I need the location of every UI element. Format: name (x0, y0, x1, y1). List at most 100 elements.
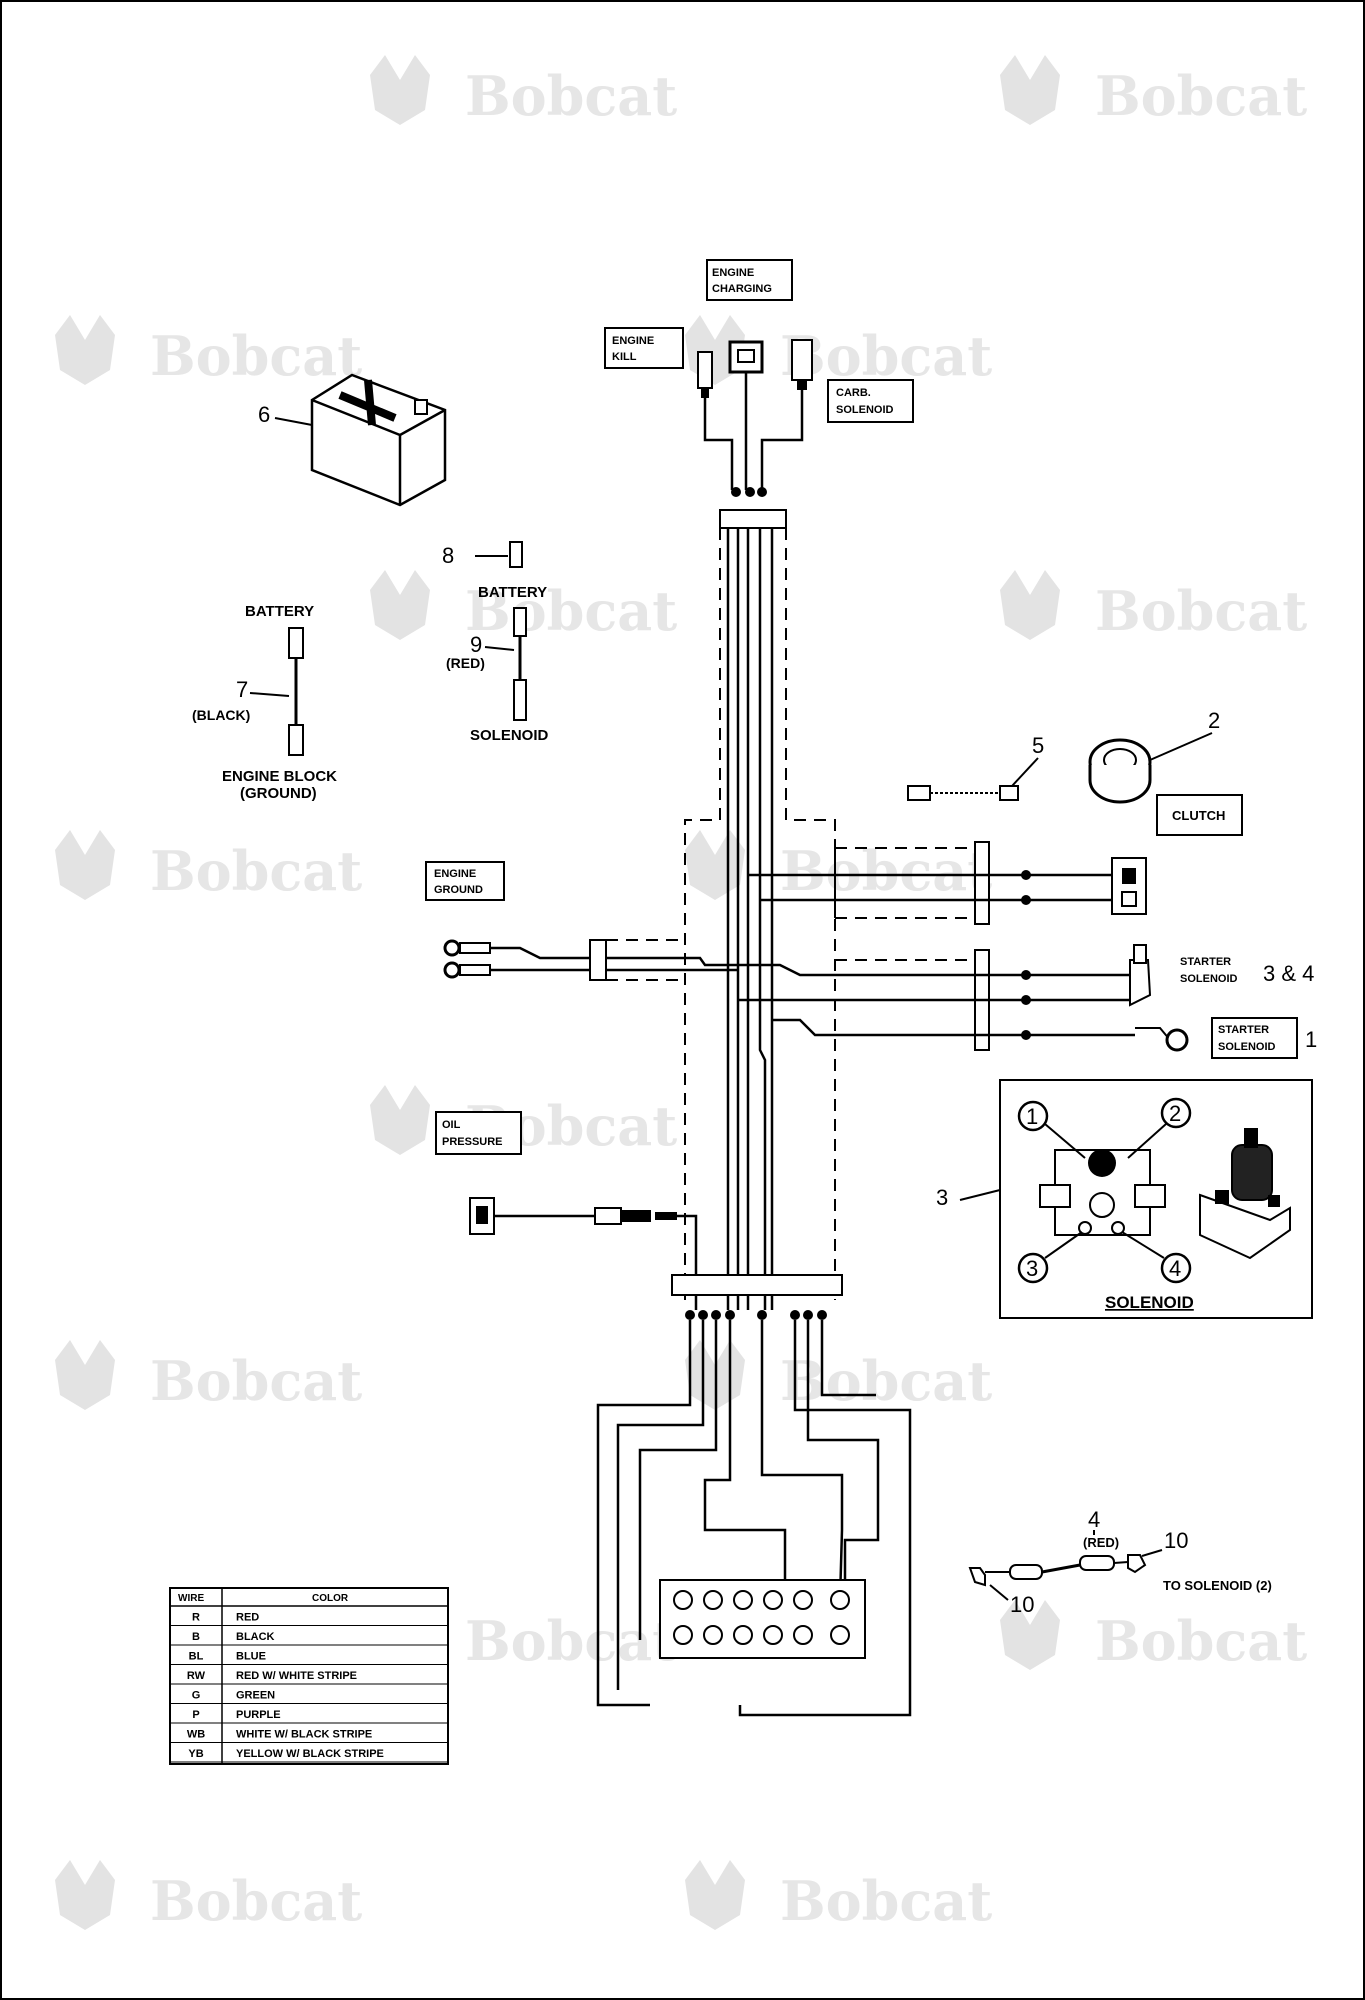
cable-end-label: BATTERY (478, 584, 547, 601)
engine-ground-branch (443, 939, 738, 981)
callout-line: PRESSURE (442, 1136, 503, 1148)
terminal-number: 1 (1026, 1104, 1038, 1129)
watermark-text: Bobcat (465, 579, 677, 643)
watermark: Bobcat (1000, 1600, 1307, 1673)
watermark-text: Bobcat (465, 1609, 677, 1673)
engine-kill-connector (697, 351, 713, 398)
item-number: 4 (1088, 1507, 1100, 1532)
harness-trunk (684, 487, 836, 1310)
item-number: 6 (258, 402, 270, 427)
watermark: Bobcat (55, 315, 362, 388)
callout-box (435, 1111, 522, 1155)
watermark: Bobcat (1000, 55, 1307, 128)
item-number: 2 (1208, 708, 1220, 733)
solenoid-3d-view (1199, 1128, 1291, 1260)
item-number: 7 (236, 677, 248, 702)
watermark: Bobcat (55, 830, 362, 903)
item-number: 10 (1010, 1592, 1034, 1617)
callout-line: STARTER (1180, 956, 1231, 968)
watermark-text: Bobcat (150, 1869, 362, 1933)
harness-clamp (719, 509, 787, 529)
oil-pressure-branch (469, 1197, 698, 1310)
solenoid-terminal-1: 1 (1017, 1100, 1086, 1159)
item-number: 5 (1032, 733, 1044, 758)
bobcat-logo-icon (685, 1860, 745, 1930)
diode-lead-5: 5 (907, 733, 1044, 801)
cable-end-label: ENGINE BLOCK (222, 768, 337, 785)
watermark-text: Bobcat (465, 64, 677, 128)
solenoid-terminal-4: 4 (1121, 1231, 1192, 1284)
oil-pressure-callout: OIL PRESSURE (435, 1111, 522, 1155)
legend-header-color: COLOR (312, 1593, 349, 1604)
harness-clamp (671, 1274, 843, 1296)
callout-line: SOLENOID (836, 404, 894, 416)
callout-box (1156, 794, 1243, 836)
fuse-block-terminals (673, 1590, 850, 1645)
legend-wire-code: WB (187, 1729, 205, 1741)
bobcat-logo-icon (55, 830, 115, 900)
solenoid-detail-panel: 3 1 2 3 4 (936, 1079, 1313, 1319)
legend-wire-color: PURPLE (236, 1709, 281, 1721)
callout-box (706, 259, 793, 301)
engine-charging-callout: ENGINE CHARGING (706, 259, 793, 301)
bobcat-logo-icon (1000, 1600, 1060, 1670)
callout-line: CHARGING (712, 283, 772, 295)
legend-wire-color: WHITE W/ BLACK STRIPE (236, 1729, 372, 1741)
starter-solenoid-34-connector (1129, 944, 1152, 1007)
bobcat-logo-icon (1000, 570, 1060, 640)
item-number: 10 (1164, 1528, 1188, 1553)
item-number: 8 (442, 543, 454, 568)
cable-color-label: (RED) (446, 655, 485, 671)
legend-wire-code: RW (187, 1670, 206, 1682)
legend-wire-code: BL (189, 1651, 204, 1663)
callout-line: SOLENOID (1180, 973, 1238, 985)
legend-wire-color: BLUE (236, 1651, 266, 1663)
watermark-text: Bobcat (780, 1869, 992, 1933)
solenoid-top-view (1039, 1149, 1166, 1236)
watermark: Bobcat (685, 830, 992, 903)
engine-ground-callout: ENGINE GROUND (425, 861, 505, 901)
item-number: 3 & 4 (1263, 961, 1314, 986)
legend-wire-code: YB (188, 1748, 203, 1760)
watermark-text: Bobcat (780, 1349, 992, 1413)
legend-wire-color: BLACK (236, 1631, 275, 1643)
watermark-text: Bobcat (1095, 1609, 1307, 1673)
solenoid-detail-title: SOLENOID (1105, 1293, 1194, 1312)
watermark-text: Bobcat (150, 324, 362, 388)
callout-line: ENGINE (612, 335, 654, 347)
cable-color-label: (RED) (1083, 1535, 1119, 1550)
solenoid-terminal-3: 3 (1017, 1231, 1083, 1284)
starter-solenoid-34-label: STARTER SOLENOID 3 & 4 (1180, 956, 1314, 986)
solenoid-jumper-4: 4 (RED) 10 10 TO SOLENOID (2) (968, 1507, 1272, 1617)
clutch-callout: CLUTCH (1156, 794, 1243, 836)
watermark-text: Bobcat (150, 1349, 362, 1413)
callout-box (827, 379, 914, 423)
engine-kill-callout: ENGINE KILL (604, 327, 684, 369)
callout-line: ENGINE (712, 267, 754, 279)
item-number: 1 (1305, 1027, 1317, 1052)
bobcat-logo-icon (55, 1340, 115, 1410)
carb-solenoid-connector (791, 339, 813, 390)
jumper-destination-label: TO SOLENOID (2) (1163, 1578, 1272, 1593)
callout-line: OIL (442, 1119, 461, 1131)
bobcat-logo-icon (685, 830, 745, 900)
legend-wire-code: P (192, 1709, 199, 1721)
battery-part: 6 (258, 373, 447, 507)
bobcat-logo-icon (55, 1860, 115, 1930)
bobcat-logo-icon (370, 1085, 430, 1155)
watermark: Bobcat (1000, 570, 1307, 643)
terminal-number: 4 (1169, 1256, 1181, 1281)
bobcat-logo-icon (370, 55, 430, 125)
cable-end-label: (GROUND) (240, 785, 317, 802)
battery-cable-9: BATTERY 9 (RED) SOLENOID (446, 584, 549, 744)
callout-line: CARB. (836, 387, 871, 399)
bobcat-logo-icon (370, 570, 430, 640)
watermark: Bobcat (370, 570, 677, 643)
legend-wire-code: R (192, 1612, 200, 1624)
callout-line: GROUND (434, 884, 483, 896)
ground-cable-7: BATTERY 7 (BLACK) ENGINE BLOCK (GROUND) (192, 603, 337, 802)
watermark-text: Bobcat (1095, 64, 1307, 128)
fuse-block (659, 1579, 866, 1659)
